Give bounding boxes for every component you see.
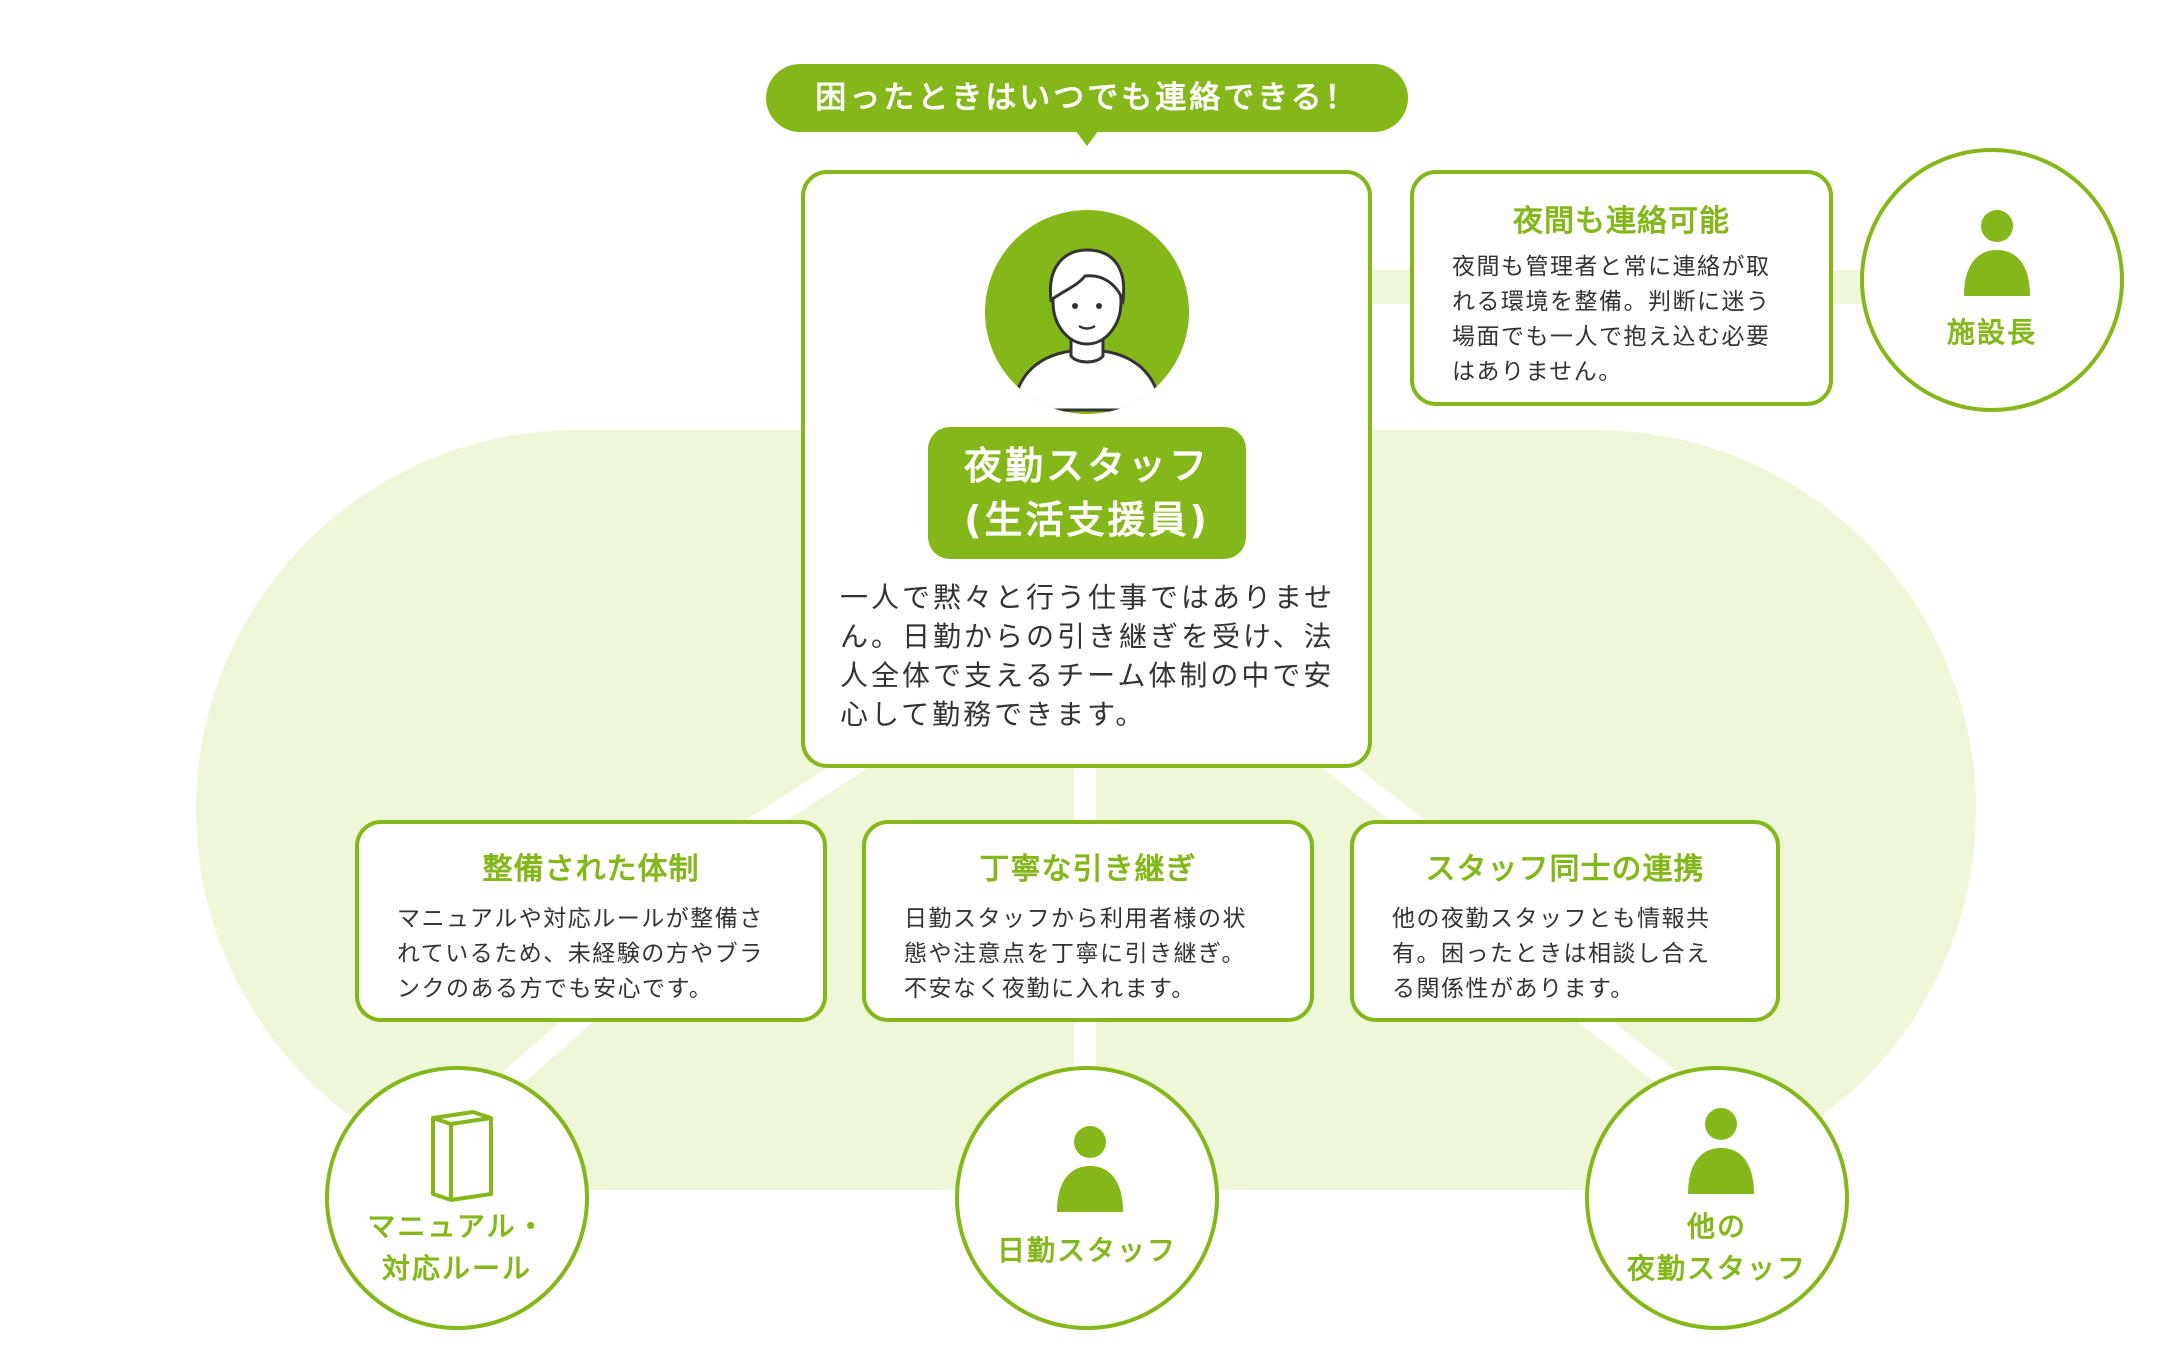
role-badge: 夜勤スタッフ (生活支援員): [928, 427, 1246, 559]
role-title: 夜勤スタッフ: [963, 444, 1210, 488]
card-system-title: 整備された体制: [482, 852, 700, 887]
facility-head-node: 施設長: [1860, 148, 2124, 412]
center-description: 一人で黙々と行う仕事ではありませ ん。日勤からの引き継ぎを受け、法 人全体で支え…: [840, 581, 1336, 731]
card-teamwork-text: 他の夜勤スタッフとも情報共 有。困ったときは相談し合え る関係性があります。: [1392, 906, 1711, 1002]
card-system-text: マニュアルや対応ルールが整備さ れているため、未経験の方やブラ ンクのある方でも…: [397, 906, 764, 1002]
person-icon: [1964, 210, 2030, 296]
night-contact-title: 夜間も連絡可能: [1513, 204, 1730, 239]
day-staff-label: 日勤スタッフ: [996, 1234, 1177, 1267]
book-icon: [431, 1110, 493, 1202]
card-handover-title: 丁寧な引き継ぎ: [979, 852, 1197, 887]
night-contact-card: 夜間も連絡可能 夜間も管理者と常に連絡が取 れる環境を整備。判断に迷う 場面でも…: [1410, 170, 1833, 406]
card-teamwork: スタッフ同士の連携 他の夜勤スタッフとも情報共 有。困ったときは相談し合え る関…: [1350, 820, 1780, 1022]
card-handover: 丁寧な引き継ぎ 日勤スタッフから利用者様の状 態や注意点を丁寧に引き継ぎ。 不安…: [862, 820, 1314, 1022]
bubble-tail: [1075, 130, 1099, 146]
facility-head-label: 施設長: [1946, 316, 2037, 349]
day-staff-node: 日勤スタッフ: [955, 1066, 1219, 1330]
contact-bubble: 困ったときはいつでも連絡できる！: [766, 64, 1408, 132]
staff-avatar-icon: [985, 210, 1189, 414]
person-icon: [1057, 1126, 1123, 1212]
card-handover-text: 日勤スタッフから利用者様の状 態や注意点を丁寧に引き継ぎ。 不安なく夜勤に入れま…: [904, 906, 1247, 1002]
person-icon: [1688, 1108, 1754, 1194]
other-night-staff-label: 他の 夜勤スタッフ: [1626, 1210, 1807, 1285]
manual-label: マニュアル・ 対応ルール: [367, 1210, 547, 1285]
other-night-staff-node: 他の 夜勤スタッフ: [1585, 1066, 1849, 1330]
night-contact-text: 夜間も管理者と常に連絡が取 れる環境を整備。判断に迷う 場面でも一人で抱え込む必…: [1452, 254, 1771, 385]
card-teamwork-title: スタッフ同士の連携: [1425, 852, 1705, 887]
role-subtitle: (生活支援員): [964, 498, 1210, 542]
card-system: 整備された体制 マニュアルや対応ルールが整備さ れているため、未経験の方やブラ …: [355, 820, 827, 1022]
manual-node: マニュアル・ 対応ルール: [325, 1066, 589, 1330]
